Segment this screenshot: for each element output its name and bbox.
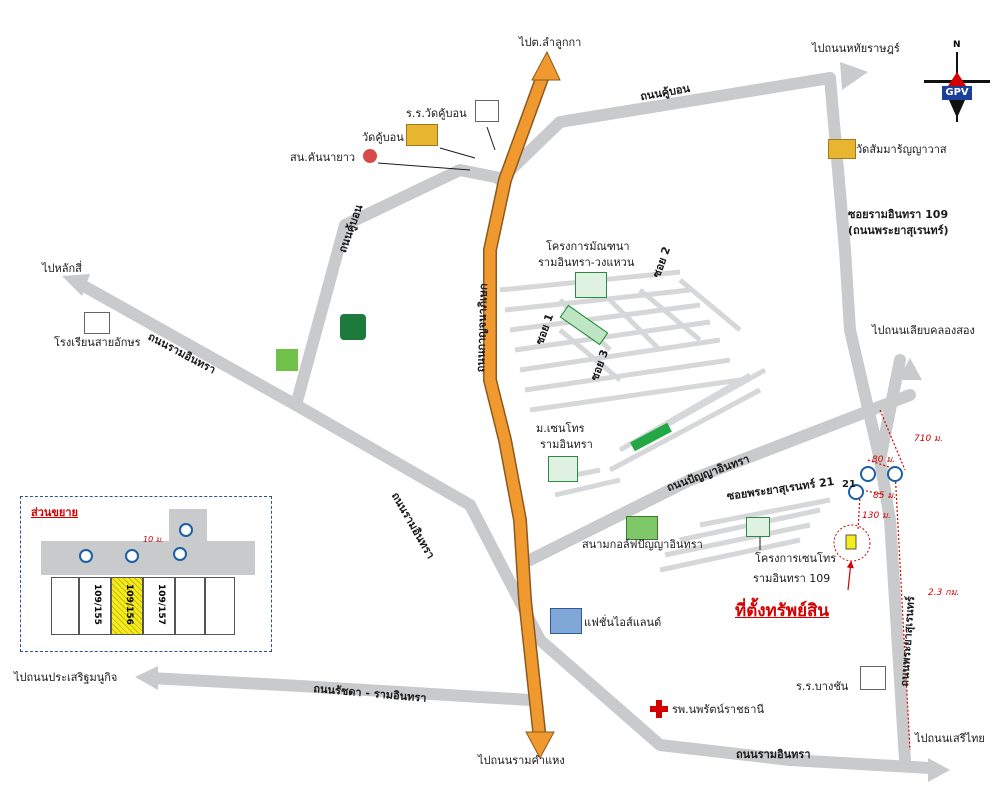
label-fashion-island: แฟชั่นไอส์แลนด์ <box>584 616 662 629</box>
hospital-cross-icon <box>650 700 668 718</box>
label-dist-130: 130 ม. <box>862 511 891 521</box>
compass-north-label: N <box>953 40 961 50</box>
label-mantana-2: รามอินทรา-วงแหวน <box>538 256 635 269</box>
inset-enlarged-view: ส่วนขยาย 10 ม. 109/155 109/156 109/157 <box>20 496 272 652</box>
golf-icon <box>626 516 658 540</box>
inset-sign-4 <box>179 523 193 537</box>
ratchada-road <box>144 672 536 706</box>
label-to-lam-luk-ka: ไปต.ลำลูกกา <box>519 36 582 49</box>
label-ram-inthra-bottom: ถนนรามอินทรา <box>736 748 811 761</box>
school-flag-icon-ku-bon <box>475 100 499 122</box>
label-chain-109-2: รามอินทรา 109 <box>753 572 831 585</box>
inset-dist-label: 10 ม. <box>143 535 164 544</box>
label-school-wat-ku-bon: ร.ร.วัดคู้บอน <box>406 107 467 120</box>
compass: N GPV <box>922 40 992 130</box>
inset-plot-156-label: 109/156 <box>124 584 134 625</box>
label-mantana-1: โครงการมัณฑนา <box>546 240 630 253</box>
police-icon <box>363 149 377 163</box>
ram-inthra-road-left <box>76 279 476 511</box>
inset-plot-157: 109/157 <box>143 577 175 635</box>
label-school-bang-chan: ร.ร.บางชัน <box>796 680 849 693</box>
label-property-location: ที่ตั้งทรัพย์สิน <box>735 601 830 621</box>
inset-sign-2 <box>125 549 139 563</box>
inset-plot-blank-3 <box>205 577 235 635</box>
label-phraya-surain: (ถนนพระยาสุเรนทร์) <box>848 224 949 237</box>
inset-plot-blank-2 <box>175 577 205 635</box>
soi-109-road <box>824 72 911 766</box>
inset-title: ส่วนขยาย <box>31 506 78 519</box>
shop-icon <box>276 349 298 371</box>
inset-plot-row: 109/155 109/156 109/157 <box>51 577 247 637</box>
school-flag-icon-bang-chan <box>860 666 886 690</box>
label-to-seri-thai: ไปถนนเสรีไทย <box>915 732 985 745</box>
label-chain-109-1: โครงการเซนโทร <box>755 552 837 565</box>
inset-plot-blank-1 <box>51 577 79 635</box>
label-soi-109: ซอยรามอินทรา 109 <box>848 208 949 221</box>
ku-bon-road-left <box>290 164 506 411</box>
label-to-prasert: ไปถนนประเสริฐมนูกิจ <box>14 671 118 684</box>
inset-sign-3 <box>173 547 187 561</box>
inset-road-horizontal <box>41 541 255 575</box>
label-dist-80: 80 ม. <box>872 455 896 465</box>
label-dist-2-3km: 2.3 กม. <box>928 588 960 598</box>
inset-plot-157-label: 109/157 <box>156 584 166 625</box>
label-to-liap-khlong-song: ไปถนนเลียบคลองสอง <box>872 324 975 337</box>
school-flag-icon-sai-aksorn <box>84 312 110 334</box>
label-school-sai-aksorn: โรงเรียนสายอักษร <box>54 336 141 349</box>
label-nopparat-hospital: รพ.นพรัตน์ราชธานี <box>672 703 764 716</box>
house-icon-chain <box>548 456 578 482</box>
label-to-ram-kham-haeng: ไปถนนรามคำแหง <box>478 754 565 767</box>
label-num-21: 21 <box>842 479 856 490</box>
sign-icon-3 <box>848 484 864 500</box>
house-icon-mantana <box>575 272 607 298</box>
label-m-chain-2: รามอินทรา <box>540 438 593 451</box>
inset-sign-1 <box>79 549 93 563</box>
ram-inthra-road-right <box>534 634 936 774</box>
leaf-logo-icon <box>340 314 366 340</box>
label-khan-na-yao: สน.คันนายาว <box>290 151 356 164</box>
label-m-chain-1: ม.เซนโทร <box>536 422 585 435</box>
label-golf-course: สนามกอล์ฟปัญญาอินทรา <box>582 538 703 551</box>
label-wat-ku-bon: วัดคู้บอน <box>362 131 404 144</box>
sign-icon-2 <box>887 466 903 482</box>
inset-plot-156: 109/156 <box>111 577 143 635</box>
inset-plot-155-label: 109/155 <box>92 584 102 625</box>
house-icon-chain-109 <box>746 517 770 537</box>
temple-icon-samman <box>828 139 856 159</box>
sign-icon-1 <box>860 466 876 482</box>
inset-plot-155: 109/155 <box>79 577 111 635</box>
temple-icon-ku-bon <box>406 124 438 146</box>
label-dist-85: 85 ม. <box>873 491 897 501</box>
building-icon-fashion-island <box>550 608 582 634</box>
label-to-lak-si: ไปหลักสี่ <box>42 262 82 275</box>
label-wat-samman: วัดสัมมาร้ญญาวาส <box>856 143 947 156</box>
label-to-hathairat: ไปถนนหทัยราษฎร์ <box>812 42 900 55</box>
panya-inthra-road <box>524 389 916 566</box>
label-dist-710: 710 ม. <box>914 434 943 444</box>
compass-brand: GPV <box>942 86 972 100</box>
ku-bon-road-top <box>494 72 836 186</box>
